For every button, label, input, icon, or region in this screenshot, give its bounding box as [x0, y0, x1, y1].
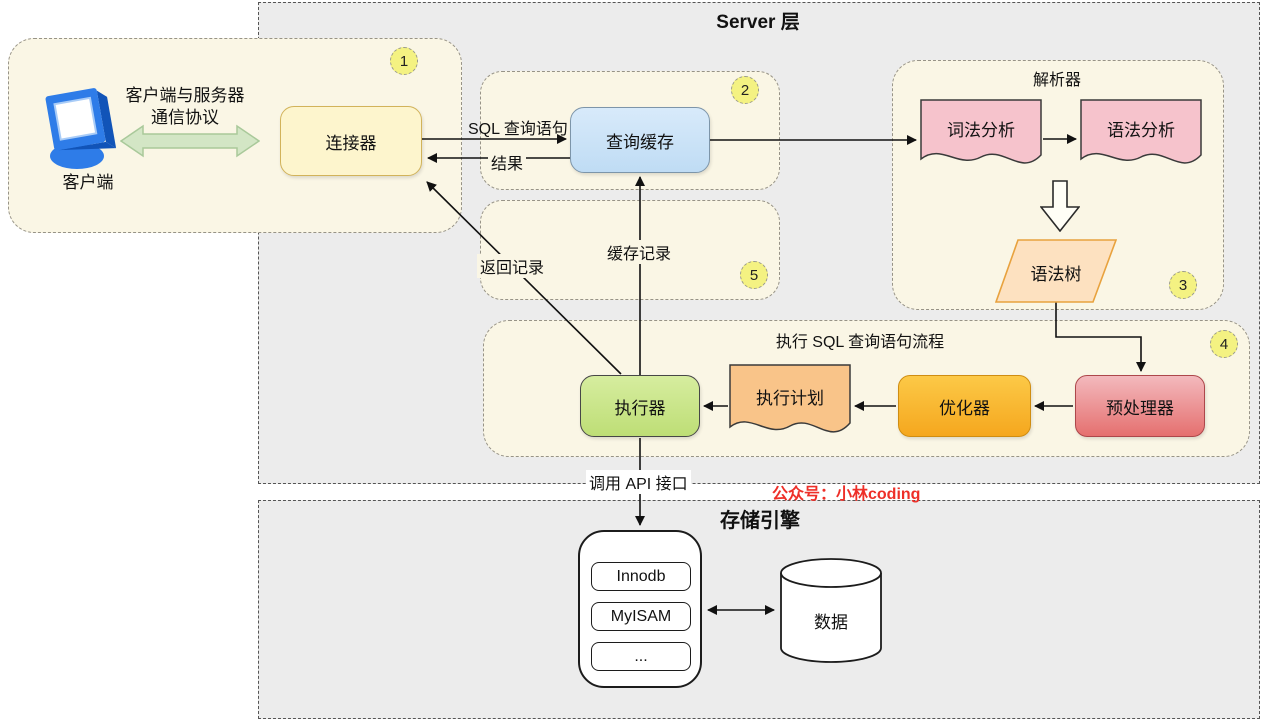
data-cylinder: 数据: [778, 556, 884, 666]
step-badge-2: 2: [731, 76, 759, 104]
syntactic-analysis-doc: 语法分析: [1080, 99, 1202, 179]
protocol-label-line2: 通信协议: [151, 108, 219, 127]
execution-plan-doc: 执行计划: [729, 364, 851, 448]
edge-label-result: 结果: [488, 150, 527, 174]
step-badge-5: 5: [740, 261, 768, 289]
syntax-tree-node: 语法树: [995, 239, 1117, 303]
engine-others: ...: [591, 642, 691, 671]
parser-title: 解析器: [1032, 72, 1081, 89]
client-label: 客户端: [62, 173, 114, 192]
step-badge-1: 1: [390, 47, 418, 75]
block-arrow-down-icon: [1040, 180, 1080, 232]
storage-engine-container: Innodb MyISAM ...: [578, 530, 702, 688]
edge-label-cache-record: 缓存记录: [604, 240, 675, 264]
engine-innodb: Innodb: [591, 562, 691, 591]
optimizer-node: 优化器: [898, 375, 1031, 437]
storage-layer-title: 存储引擎: [720, 510, 800, 532]
edge-label-return-record: 返回记录: [477, 254, 548, 278]
lexical-analysis-doc: 词法分析: [920, 99, 1042, 179]
step-badge-4: 4: [1210, 330, 1238, 358]
protocol-label-line1: 客户端与服务器: [125, 86, 245, 105]
watermark-text: 公众号：小林coding: [772, 486, 921, 503]
query-cache-node: 查询缓存: [570, 107, 710, 173]
step-badge-3: 3: [1169, 271, 1197, 299]
bidirectional-arrow-icon: [120, 124, 260, 158]
client-computer-icon: [42, 84, 124, 174]
execute-flow-title: 执行 SQL 查询语句流程: [775, 334, 945, 351]
edge-label-sql-query: SQL 查询语句: [468, 121, 568, 138]
engine-myisam: MyISAM: [591, 602, 691, 631]
preprocessor-node: 预处理器: [1075, 375, 1205, 437]
executor-node: 执行器: [580, 375, 700, 437]
connector-node: 连接器: [280, 106, 422, 176]
server-layer-title: Server 层: [716, 12, 800, 33]
edge-label-call-api: 调用 API 接口: [586, 470, 691, 494]
